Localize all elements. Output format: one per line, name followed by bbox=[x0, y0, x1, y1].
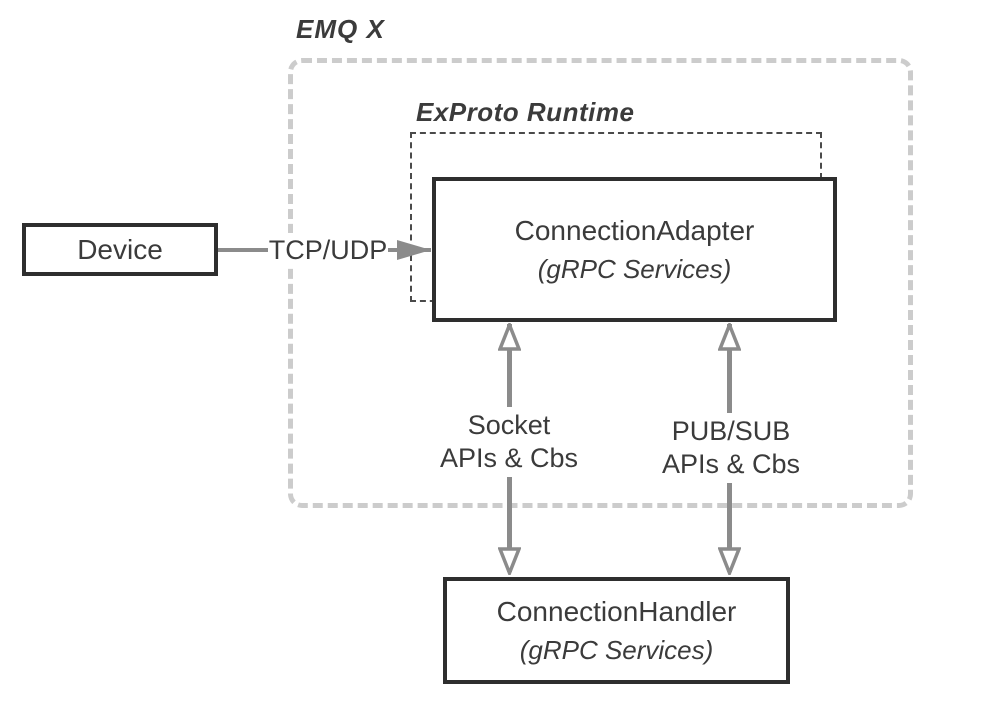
arrowhead-down-icon bbox=[718, 547, 741, 575]
device-label: Device bbox=[77, 233, 163, 265]
connection-handler-node: ConnectionHandler (gRPC Services) bbox=[443, 577, 790, 684]
connection-handler-subtitle: (gRPC Services) bbox=[519, 635, 714, 666]
emqx-label: EMQ X bbox=[296, 14, 385, 44]
connection-adapter-title: ConnectionAdapter bbox=[514, 214, 755, 246]
socket-edge-label-line1: Socket bbox=[467, 410, 551, 440]
connection-adapter-subtitle: (gRPC Services) bbox=[537, 254, 732, 285]
connection-handler-title: ConnectionHandler bbox=[496, 595, 737, 627]
arrowhead-right-icon bbox=[397, 240, 431, 260]
exproto-runtime-label: ExProto Runtime bbox=[416, 97, 635, 127]
connection-adapter-node: ConnectionAdapter (gRPC Services) bbox=[432, 177, 837, 322]
socket-edge-label-line2: APIs & Cbs bbox=[439, 443, 579, 473]
emqx-dashed-container bbox=[288, 58, 913, 508]
socket-edge-label: Socket APIs & Cbs bbox=[429, 407, 589, 477]
arrowhead-up-icon bbox=[498, 323, 521, 351]
tcp-udp-label: TCP/UDP bbox=[268, 233, 388, 267]
arrowhead-down-icon bbox=[498, 547, 521, 575]
pubsub-edge-label-line2: APIs & Cbs bbox=[661, 449, 801, 479]
pubsub-edge-label-line1: PUB/SUB bbox=[671, 416, 791, 446]
pubsub-edge-label: PUB/SUB APIs & Cbs bbox=[651, 413, 811, 483]
arrowhead-up-icon bbox=[718, 323, 741, 351]
device-node: Device bbox=[22, 223, 218, 276]
